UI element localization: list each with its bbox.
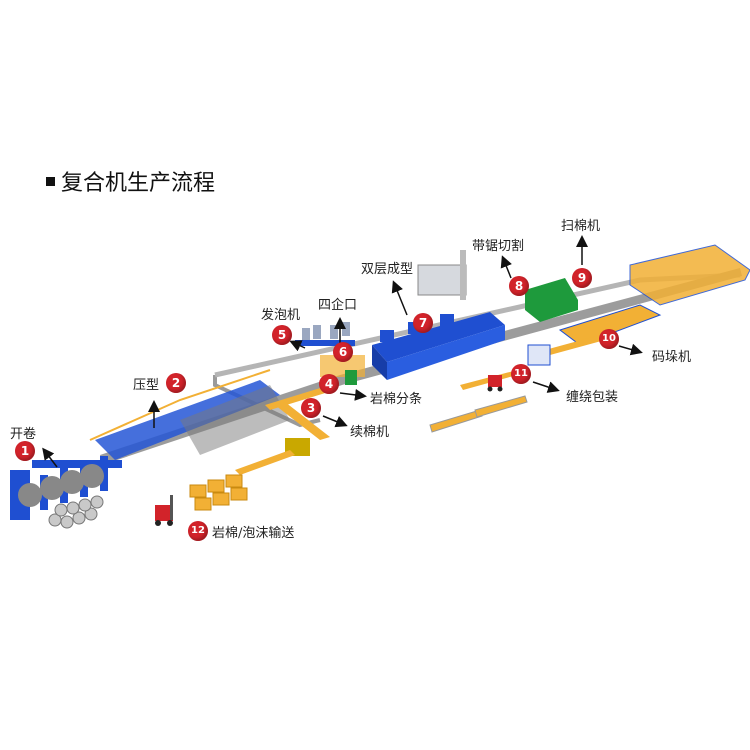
steel-coils xyxy=(48,495,104,529)
step-1-label: 开卷 xyxy=(10,427,37,442)
step-4-label: 岩棉分条 xyxy=(370,392,423,407)
step-7-badge: 7 xyxy=(413,313,433,333)
title-text: 复合机生产流程 xyxy=(61,171,216,196)
step-8-label: 带锯切割 xyxy=(472,239,525,254)
wool-pallets xyxy=(189,474,248,511)
stacker-machine xyxy=(558,304,662,346)
step-3-badge: 3 xyxy=(301,398,321,418)
forklift-right xyxy=(487,375,503,392)
step-4-badge: 4 xyxy=(319,374,339,394)
step-10-label: 码垛机 xyxy=(652,350,692,365)
dust-collector xyxy=(417,250,467,300)
step-9-label: 扫棉机 xyxy=(561,219,601,234)
step-3-label: 续棉机 xyxy=(350,425,390,440)
uncoiler-machines xyxy=(10,456,122,520)
foaming-machine xyxy=(295,322,355,346)
double-belt-laminator xyxy=(372,312,505,362)
step-6-badge: 6 xyxy=(333,342,353,362)
step-5-label: 发泡机 xyxy=(261,308,301,323)
main-conveyor-beam xyxy=(100,268,742,465)
band-saw-enclosure xyxy=(525,278,578,322)
step-12-badge: 12 xyxy=(188,521,208,541)
bullet-square-icon xyxy=(46,176,55,186)
step-9-badge: 9 xyxy=(572,268,592,288)
packed-bundles xyxy=(429,395,528,433)
stacking-grid xyxy=(629,244,750,306)
wrapping-machine xyxy=(527,344,551,366)
step-7-label: 双层成型 xyxy=(361,262,414,277)
diagram-title: 复合机生产流程 xyxy=(46,165,215,197)
step-5-badge: 5 xyxy=(272,325,292,345)
step-11-badge: 11 xyxy=(511,364,531,384)
step-12-label: 岩棉/泡沫输送 xyxy=(212,526,295,541)
step-2-label: 压型 xyxy=(133,378,160,393)
step-11-label: 缠绕包装 xyxy=(566,390,619,405)
step-1-badge: 1 xyxy=(15,441,35,461)
step-2-badge: 2 xyxy=(166,373,186,393)
step-10-badge: 10 xyxy=(599,329,619,349)
step-6-label: 四企口 xyxy=(318,298,358,313)
forklift-left xyxy=(155,495,173,526)
step-8-badge: 8 xyxy=(509,276,529,296)
callout-arrows xyxy=(42,235,643,468)
